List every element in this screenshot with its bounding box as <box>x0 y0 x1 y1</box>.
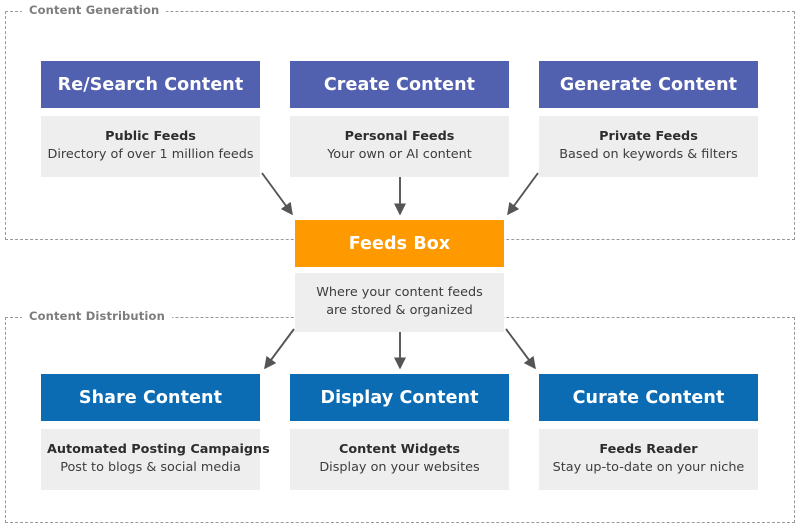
card-share-content-title: Automated Posting Campaigns <box>47 442 270 457</box>
card-create-content-body: Personal Feeds Your own or AI content <box>290 116 509 177</box>
card-generate-content[interactable]: Generate Content Private Feeds Based on … <box>539 61 758 177</box>
card-research-content-header: Re/Search Content <box>41 61 260 108</box>
card-generate-content-subtitle: Based on keywords & filters <box>559 147 738 162</box>
card-curate-content-subtitle: Stay up-to-date on your niche <box>552 460 745 475</box>
card-share-content-header: Share Content <box>41 374 260 421</box>
card-generate-content-title: Private Feeds <box>599 129 698 144</box>
card-display-content[interactable]: Display Content Content Widgets Display … <box>290 374 509 490</box>
card-feeds-box-line1: Where your content feeds <box>316 285 483 300</box>
card-display-content-subtitle: Display on your websites <box>319 460 480 475</box>
card-display-content-title: Content Widgets <box>338 442 460 457</box>
card-display-content-header: Display Content <box>290 374 509 421</box>
card-display-content-body: Content Widgets Display on your websites <box>290 429 509 490</box>
region-label-content-generation: Content Generation <box>22 4 167 17</box>
card-feeds-box-line2: are stored & organized <box>326 303 473 318</box>
card-create-content[interactable]: Create Content Personal Feeds Your own o… <box>290 61 509 177</box>
card-share-content-subtitle: Post to blogs & social media <box>60 460 241 475</box>
card-generate-content-body: Private Feeds Based on keywords & filter… <box>539 116 758 177</box>
card-generate-content-header: Generate Content <box>539 61 758 108</box>
card-create-content-subtitle: Your own or AI content <box>327 147 472 162</box>
card-research-content-title: Public Feeds <box>105 129 196 144</box>
card-feeds-box-body: Where your content feeds are stored & or… <box>295 273 504 332</box>
card-create-content-header: Create Content <box>290 61 509 108</box>
card-research-content-body: Public Feeds Directory of over 1 million… <box>41 116 260 177</box>
card-curate-content-header: Curate Content <box>539 374 758 421</box>
card-research-content[interactable]: Re/Search Content Public Feeds Directory… <box>41 61 260 177</box>
card-create-content-title: Personal Feeds <box>344 129 455 144</box>
card-research-content-subtitle: Directory of over 1 million feeds <box>47 147 254 162</box>
region-label-content-distribution: Content Distribution <box>22 310 172 323</box>
card-feeds-box[interactable]: Feeds Box Where your content feeds are s… <box>295 220 504 332</box>
card-share-content[interactable]: Share Content Automated Posting Campaign… <box>41 374 270 490</box>
card-curate-content-title: Feeds Reader <box>599 442 698 457</box>
card-feeds-box-header: Feeds Box <box>295 220 504 267</box>
card-curate-content[interactable]: Curate Content Feeds Reader Stay up-to-d… <box>539 374 758 490</box>
card-share-content-body: Automated Posting Campaigns Post to blog… <box>41 429 270 490</box>
card-curate-content-body: Feeds Reader Stay up-to-date on your nic… <box>539 429 758 490</box>
